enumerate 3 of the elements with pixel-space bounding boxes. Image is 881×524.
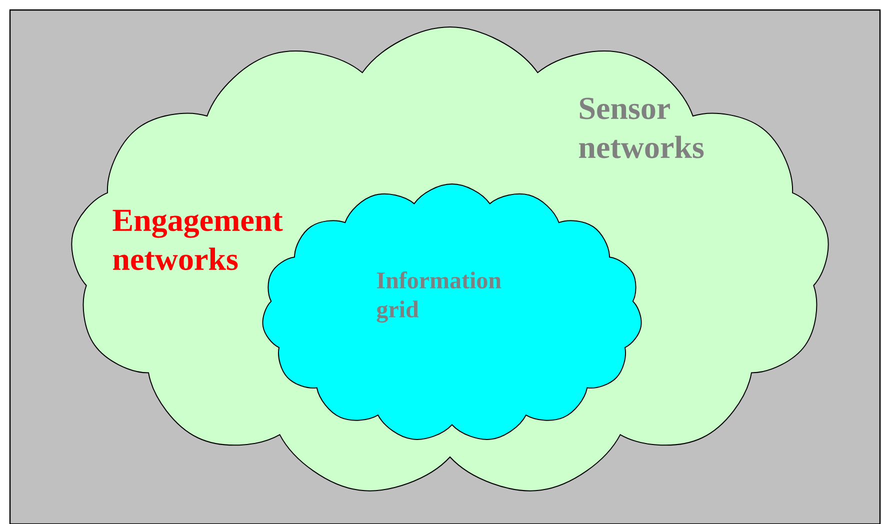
cloud-label: Sensor networks <box>579 98 704 158</box>
cloud-label: Engagement networks <box>112 210 283 270</box>
cloud-label: Information grid <box>376 271 502 323</box>
